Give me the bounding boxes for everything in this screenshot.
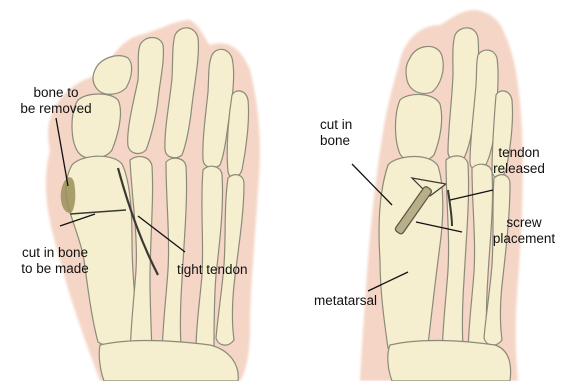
label-tight-tendon: tight tendon [177,262,248,278]
right-big-toe-proximal [396,94,442,161]
label-metatarsal: metatarsal [314,293,377,309]
label-bone-to-be-removed: bone to be removed [15,85,97,117]
label-cut-in-bone-to-be-made: cut in bone to be made [14,245,96,277]
label-screw-placement: screw placement [484,215,564,247]
right-foot [352,10,523,381]
left-big-toe-distal [93,56,132,95]
left-foot [46,20,260,381]
right-tarsal-bones [388,340,511,381]
label-cut-in-bone: cut in bone [320,117,352,149]
label-tendon-released: tendon released [484,145,554,177]
